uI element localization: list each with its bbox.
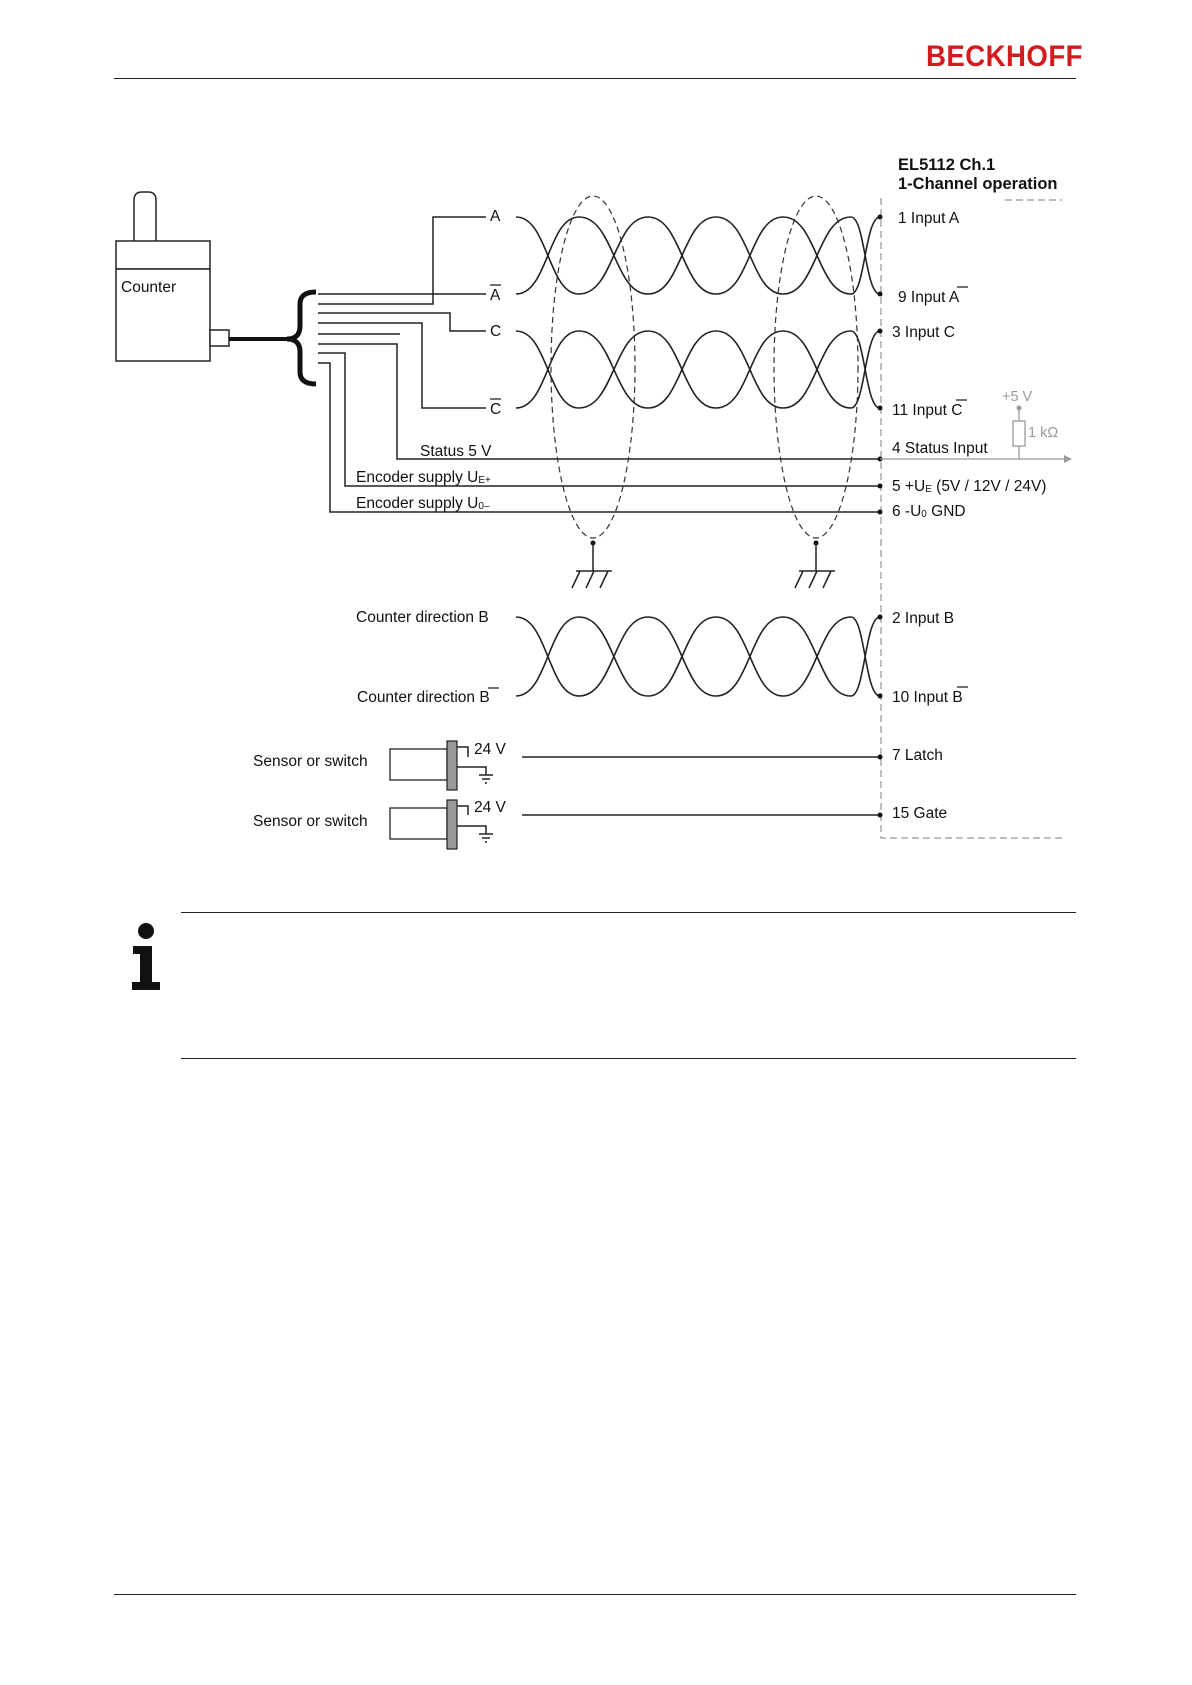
terminal-10: 10 Input B	[892, 689, 963, 706]
ground-right	[794, 540, 835, 589]
terminal-7: 7 Latch	[892, 747, 943, 764]
brand-name: BECKHOFF	[926, 40, 1084, 73]
twist-c-bottom	[515, 330, 881, 409]
sensor2-head	[446, 799, 458, 850]
twist-b-top	[515, 616, 881, 697]
sensor1-label: Sensor or switch	[253, 753, 368, 770]
label-dir-b-inv: Counter direction B	[357, 689, 490, 706]
encoder-label: Counter	[121, 279, 176, 296]
terminal-1: 1 Input A	[898, 210, 960, 227]
wire-a-inv	[318, 293, 486, 305]
terminal-6: 6 -U0 GND	[892, 503, 966, 520]
twisted-pair-b	[515, 616, 881, 697]
wire-a	[318, 216, 486, 295]
encoder-shaft	[133, 191, 157, 241]
sensor1-body	[389, 748, 448, 781]
wire-c-inv	[318, 322, 486, 409]
cable-brace	[286, 289, 317, 387]
sensor2-voltage: 24 V	[474, 799, 507, 816]
pullup-voltage: +5 V	[1002, 389, 1033, 405]
wire-c	[318, 312, 486, 332]
sensor-latch: Sensor or switch 24 V	[253, 740, 880, 791]
beckhoff-logo: BECKHOFF	[926, 40, 1083, 74]
twist-c-top	[515, 330, 881, 409]
label-dir-b: Counter direction B	[356, 609, 489, 626]
sensor2-body	[389, 807, 448, 840]
info-icon	[132, 923, 160, 990]
label-a: A	[490, 208, 501, 225]
twisted-pair-c	[515, 330, 881, 409]
terminal-title-2: 1-Channel operation	[898, 175, 1058, 193]
label-a-inv: A	[490, 287, 501, 304]
terminal-9: 9 Input A	[898, 289, 960, 306]
terminal-block: EL5112 Ch.1 1-Channel operation 1 Input …	[877, 156, 1072, 839]
terminal-3: 3 Input C	[892, 324, 955, 341]
sensor1-head	[446, 740, 458, 791]
label-c: C	[490, 323, 501, 340]
note-bottom-rule	[181, 1058, 1076, 1059]
encoder-body	[115, 268, 211, 362]
sensor2-label: Sensor or switch	[253, 813, 368, 830]
terminal-4: 4 Status Input	[892, 440, 988, 457]
signal-labels: A A C C Status 5 V Encoder supply UE+ En…	[356, 208, 501, 706]
fanout-wires	[318, 216, 880, 513]
twist-a-bottom	[515, 216, 881, 295]
terminal-5: 5 +UE (5V / 12V / 24V)	[892, 478, 1046, 495]
twist-a-top	[515, 216, 881, 295]
label-status: Status 5 V	[420, 443, 492, 460]
terminal-15: 15 Gate	[892, 805, 947, 822]
pullup-resistor: +5 V 1 kΩ	[880, 389, 1072, 463]
wire-status	[318, 343, 880, 460]
encoder: Counter	[115, 191, 317, 387]
label-supply-plus: Encoder supply UE+	[356, 469, 491, 486]
note-top-rule	[181, 912, 1076, 913]
terminal-11: 11 Input C	[892, 402, 962, 419]
sensor-gate: Sensor or switch 24 V	[253, 799, 880, 850]
shields	[550, 195, 859, 589]
label-supply-minus: Encoder supply U0–	[356, 495, 490, 512]
sensor1-voltage: 24 V	[474, 741, 507, 758]
label-c-inv: C	[490, 401, 501, 418]
wiring-diagram: Counter A A C C Status 5 V Encoder suppl…	[115, 156, 1072, 850]
shield-right	[773, 195, 859, 539]
terminal-title-1: EL5112 Ch.1	[898, 156, 995, 174]
twisted-pair-ab	[515, 216, 881, 295]
terminal-2: 2 Input B	[892, 610, 954, 627]
footer-rule	[114, 1594, 1076, 1595]
shield-left	[550, 195, 636, 539]
terminal-dots	[877, 214, 883, 818]
ground-left	[571, 540, 612, 589]
twist-b-bottom	[515, 616, 881, 697]
encoder-connector	[209, 329, 230, 347]
resistor-body	[1012, 420, 1026, 447]
wire-supply-minus	[318, 362, 880, 513]
wire-supply-plus	[318, 352, 880, 487]
encoder-cap	[115, 240, 211, 270]
pullup-resistor-value: 1 kΩ	[1028, 425, 1058, 441]
terminal-boundary	[880, 198, 1062, 839]
header-rule	[114, 78, 1076, 79]
